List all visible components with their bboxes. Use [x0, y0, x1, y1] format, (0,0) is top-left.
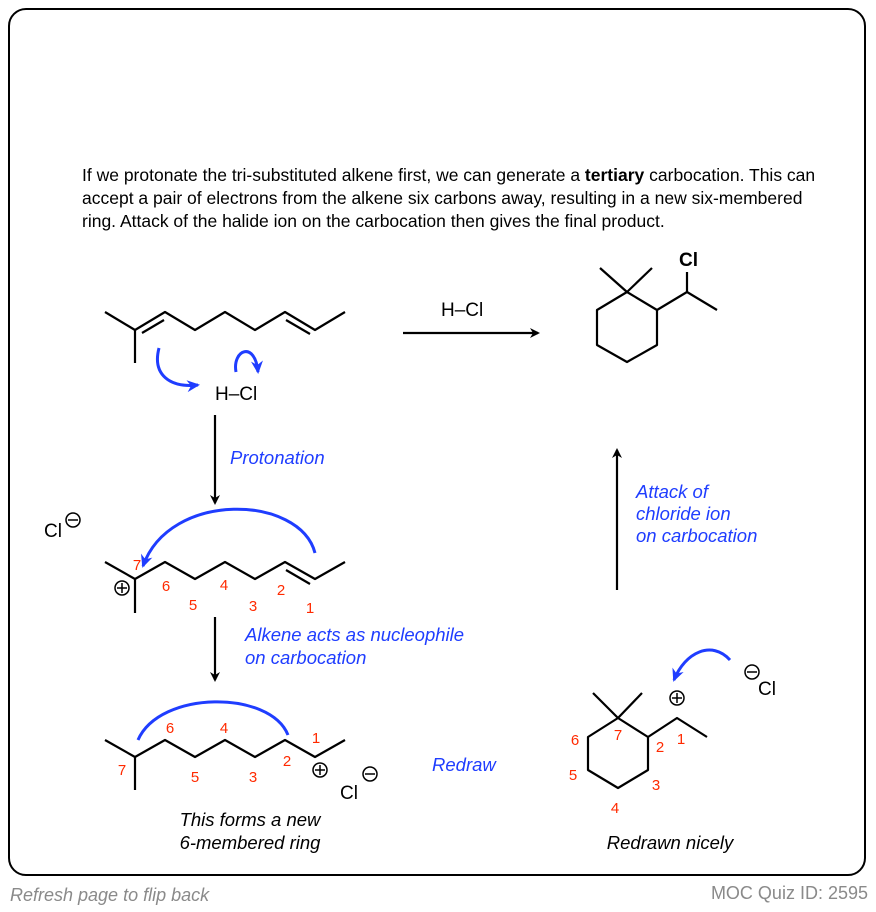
para-text: If we protonate the tri-substituted alke… [82, 165, 585, 185]
carbon-number: 1 [306, 600, 314, 617]
carbon-number: 2 [283, 753, 291, 770]
nucleophile-label: Alkene acts as nucleophile [244, 624, 464, 645]
carbon-number: 7 [118, 762, 126, 779]
starting-alkene-skeleton [104, 310, 346, 332]
explanation-paragraph: If we protonate the tri-substituted alke… [82, 164, 822, 233]
para-bold: tertiary [584, 165, 645, 185]
protonation-label: Protonation [230, 447, 325, 468]
caption-redrawn: Redrawn nicely [607, 832, 735, 853]
redraw-label: Redraw [432, 754, 497, 775]
hcl-molecule: H–Cl [215, 384, 257, 405]
attack-label: chloride ion [636, 503, 731, 524]
alkene-to-h-curved-arrow [156, 347, 200, 393]
carbon-number: 2 [277, 582, 285, 599]
carbon-number: 3 [249, 598, 257, 615]
carbon-number: 1 [312, 730, 320, 747]
plus-charge-icon [312, 762, 328, 778]
card-frame[interactable] [8, 8, 866, 876]
attack-label: Attack of [635, 481, 710, 502]
chloride-ion: Cl [340, 783, 358, 804]
quiz-id: MOC Quiz ID: 2595 [710, 883, 868, 903]
carbon-number: 7 [614, 727, 622, 744]
minus-charge-icon [65, 512, 81, 528]
chloride-ion: Cl [758, 679, 776, 700]
carbon-number: 1 [677, 731, 685, 748]
carbon-number: 3 [652, 777, 660, 794]
carbon-number: 7 [133, 557, 141, 574]
caption-ring: 6-membered ring [180, 832, 322, 853]
plus-charge-icon [669, 690, 685, 706]
refresh-hint: Refresh page to flip back [10, 885, 210, 905]
minus-charge-icon [362, 766, 378, 782]
attack-label: on carbocation [636, 525, 757, 546]
carbon-number: 4 [220, 577, 228, 594]
carbon-number: 3 [249, 769, 257, 786]
carbon-number: 6 [162, 578, 170, 595]
minus-charge-icon [744, 664, 760, 680]
chloride-ion: Cl [44, 521, 62, 542]
alkene-attack-curved-arrow [141, 507, 317, 568]
chloride-curved-arrow [672, 648, 732, 682]
product-ring [595, 290, 659, 364]
product-chlorine: Cl [679, 250, 698, 271]
hcl-reagent: H–Cl [441, 300, 483, 321]
carbon-number: 5 [189, 597, 197, 614]
caption-ring: This forms a new [180, 809, 322, 830]
carbon-number: 6 [166, 720, 174, 737]
carbocation-skeleton [104, 560, 346, 581]
carbon-number: 4 [611, 800, 619, 817]
carbon-number: 4 [220, 720, 228, 737]
carbon-number: 2 [656, 739, 664, 756]
carbon-number: 5 [569, 767, 577, 784]
chain-skeleton [104, 738, 346, 759]
nucleophile-label: on carbocation [245, 647, 366, 668]
carbon-number: 6 [571, 732, 579, 749]
carbon-number: 5 [191, 769, 199, 786]
para-text: carbocation. This can accept a pair of e… [82, 165, 816, 231]
plus-charge-icon [114, 580, 130, 596]
new-bond-arc [136, 700, 290, 741]
hcl-bond-curved-arrow [234, 350, 263, 374]
